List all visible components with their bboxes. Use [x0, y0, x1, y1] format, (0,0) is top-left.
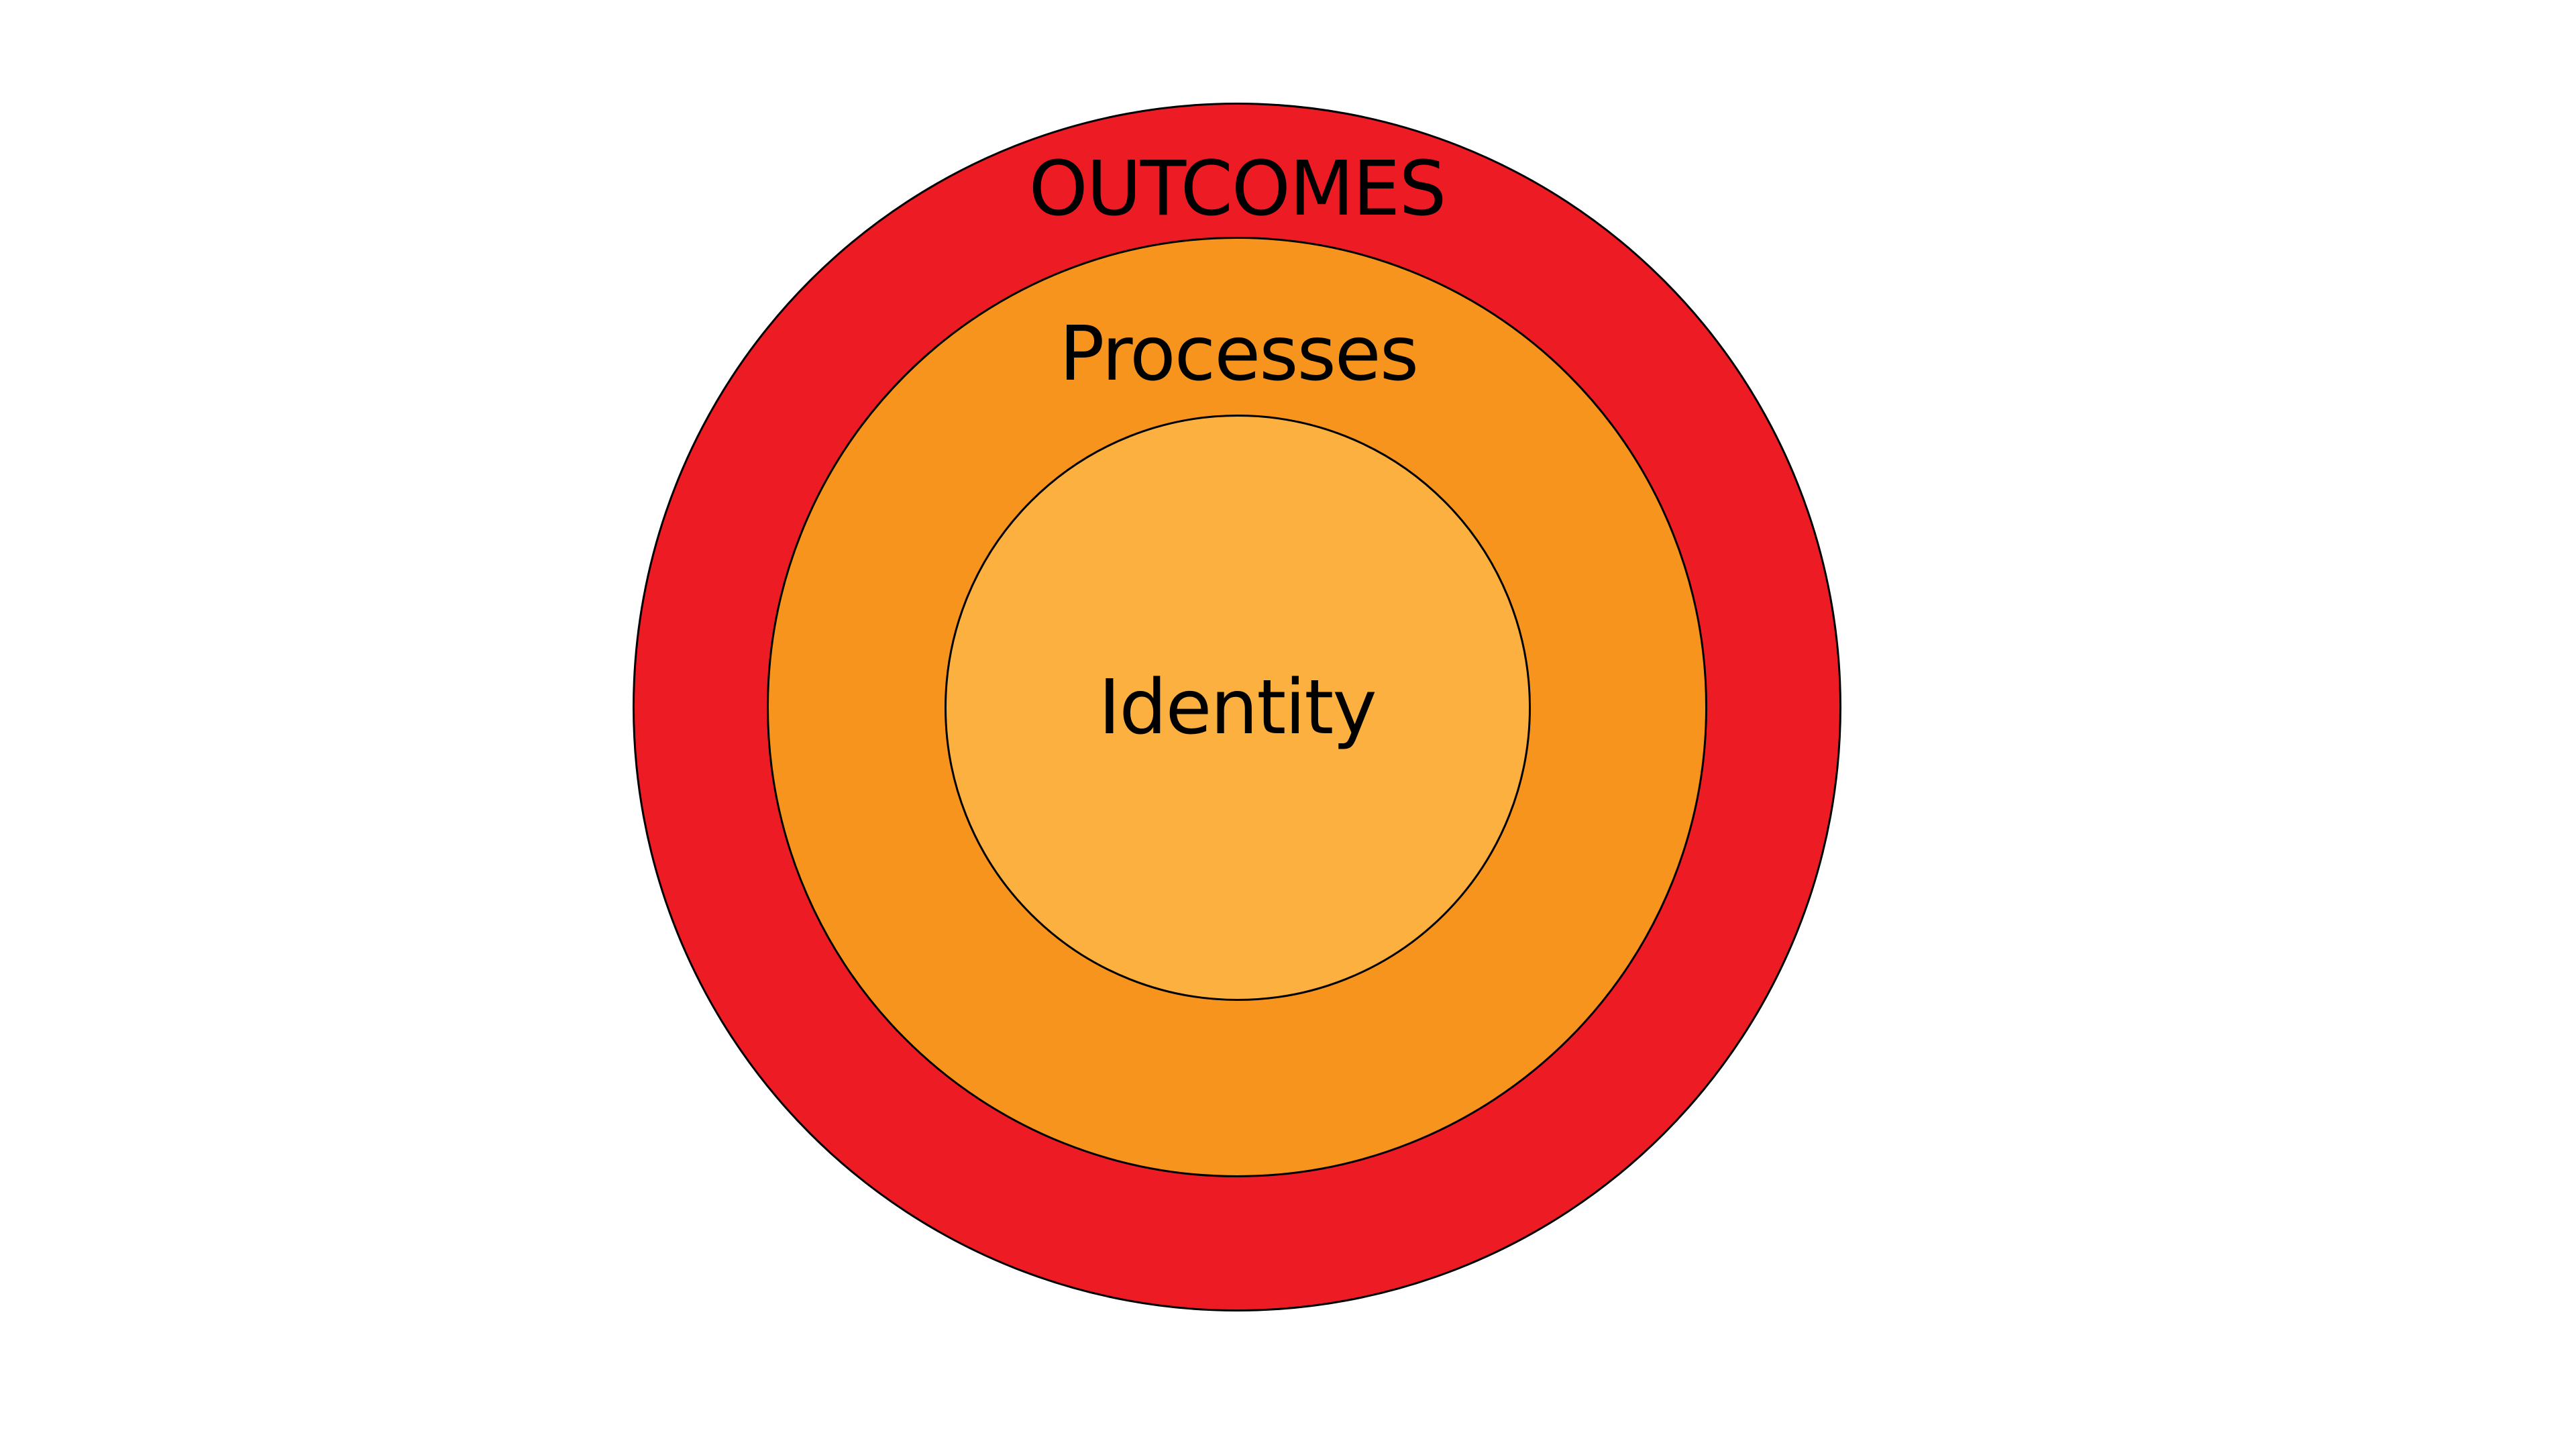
identity-label: Identity: [1098, 664, 1377, 751]
identity-ring: [945, 415, 1531, 1001]
outcomes-label: OUTCOMES: [1028, 146, 1447, 233]
processes-label: Processes: [1059, 311, 1419, 398]
